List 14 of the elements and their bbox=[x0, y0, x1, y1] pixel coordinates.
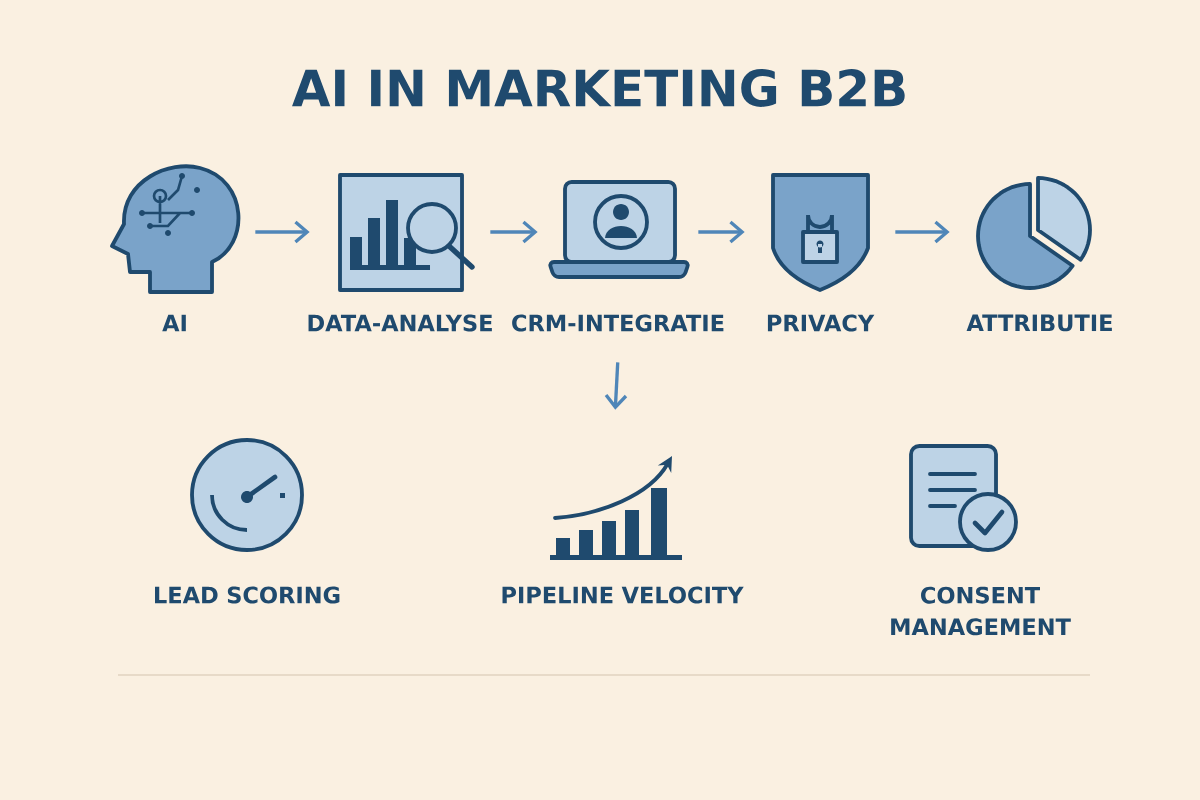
icon-caption: AI bbox=[162, 314, 186, 332]
icon-caption: LEAD SCORING bbox=[155, 586, 340, 604]
icon-caption: CONSENT MANAGEMENT bbox=[891, 586, 1071, 636]
arrow bbox=[255, 220, 310, 244]
icon-caption: PRIVACY bbox=[767, 314, 875, 332]
icon-caption: PIPELINE VELOCITY bbox=[502, 586, 744, 604]
icon-caption: DATA-ANALYSE bbox=[308, 314, 492, 332]
arrow bbox=[698, 220, 745, 244]
icon-caption: ATTRIBUTIE bbox=[966, 314, 1112, 332]
title: AI IN MARKETING B2B bbox=[292, 69, 905, 107]
arrow bbox=[604, 362, 628, 410]
arrow bbox=[490, 220, 538, 244]
arrow bbox=[895, 220, 950, 244]
icon-caption: CRM-INTEGRATIE bbox=[512, 314, 724, 332]
